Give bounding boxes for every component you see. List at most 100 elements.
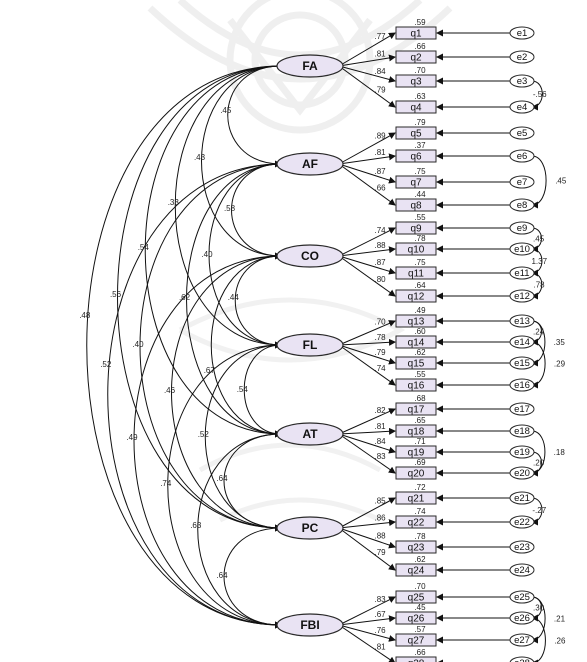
indicator-label: q18 [408,427,425,438]
error-label: e10 [514,244,530,255]
factor-correlation-label: .52 [198,430,210,439]
error-e10 [509,242,535,256]
loading-arrow [338,227,396,257]
indicator-q12 [395,289,437,303]
indicator-label: q9 [410,224,422,235]
indicator-label: q12 [408,292,425,303]
indicator-label: q21 [408,494,425,505]
indicator-q25 [395,590,437,604]
error-e20 [509,466,535,480]
indicator-q13 [395,314,437,328]
loading-arrow [338,163,396,184]
loading-arrow [338,255,396,297]
indicator-label: q28 [408,659,425,662]
factor-correlation-arc [186,160,288,438]
error-e21 [509,491,535,505]
loading-arrow [338,408,396,435]
error-e3 [509,74,535,88]
loading-label: .79 [374,348,386,357]
loading-label: .83 [374,452,386,461]
latent-af [276,152,344,176]
error-covariance-label: .78 [533,281,545,290]
error-label: e17 [514,404,530,415]
loading-label: .84 [374,67,386,76]
r2-label: .44 [414,190,426,199]
loading-arrow [338,497,396,529]
loading-arrow [338,427,396,435]
loading-label: .79 [374,86,386,95]
factor-correlation-arc [174,62,288,349]
indicator-label: q14 [408,338,425,349]
error-label: e4 [517,102,528,113]
loading-arrow [338,527,396,549]
latent-co [276,244,344,268]
factor-correlation-label: .67 [204,366,216,375]
error-e18 [509,424,535,438]
factor-correlation-label: .64 [216,571,228,580]
error-label: e23 [514,542,530,553]
loading-label: .67 [374,610,386,619]
factor-correlation-label: .43 [194,153,206,162]
factor-correlation-label: .45 [220,106,232,115]
latent-label: FBI [300,618,319,632]
loading-arrow [338,320,396,346]
error-label: e2 [517,52,528,63]
r2-label: .57 [414,625,426,634]
loading-arrow [338,344,396,365]
error-e14 [509,335,535,349]
loading-label: .84 [374,437,386,446]
r2-label: .55 [414,370,426,379]
error-e1 [509,26,535,40]
factor-correlation-label: .52 [100,360,112,369]
factor-correlation-label: .54 [138,243,150,252]
r2-label: .65 [414,416,426,425]
error-label: e22 [514,517,530,528]
loading-label: .86 [374,514,386,523]
error-covariance-label: .18 [554,448,566,457]
indicator-q21 [395,491,437,505]
indicator-q1 [395,26,437,40]
loading-label: .83 [374,595,386,604]
indicator-q11 [395,266,437,280]
loading-label: .76 [374,626,386,635]
loading-label: .88 [374,241,386,250]
indicator-label: q1 [410,29,422,40]
factor-correlation-label: .40 [132,340,144,349]
indicator-label: q8 [410,201,422,212]
loading-arrow [338,624,396,662]
indicator-label: q7 [410,178,422,189]
error-covariance-label: .35 [554,338,566,347]
loading-label: .87 [374,258,386,267]
error-e23 [509,540,535,554]
factor-correlation-label: .49 [126,433,138,442]
error-e24 [509,563,535,577]
indicator-label: q20 [408,469,425,480]
loading-arrow [338,596,396,626]
indicator-label: q16 [408,381,425,392]
factor-correlation-label: .58 [224,204,236,213]
error-e4 [509,100,535,114]
error-label: e18 [514,426,530,437]
factor-correlation-label: .63 [190,521,202,530]
error-label: e25 [514,592,530,603]
factor-correlation-arc [243,341,288,438]
factor-correlation-label: .56 [110,290,122,299]
latent-fbi [276,613,344,637]
error-e9 [509,221,535,235]
factor-correlation-arc [231,160,288,260]
error-covariance-label: .21 [554,615,566,624]
error-label: e8 [517,200,528,211]
indicator-q4 [395,100,437,114]
loading-label: .81 [374,422,386,431]
indicator-label: q2 [410,53,422,64]
error-e27 [509,633,535,647]
loading-arrow [338,54,396,67]
r2-label: .75 [414,258,426,267]
r2-label: .78 [414,234,426,243]
latent-fa [276,54,344,78]
loading-arrow [338,255,396,275]
factor-correlation-label: .48 [79,311,91,320]
error-e16 [509,378,535,392]
error-label: e11 [514,268,529,279]
